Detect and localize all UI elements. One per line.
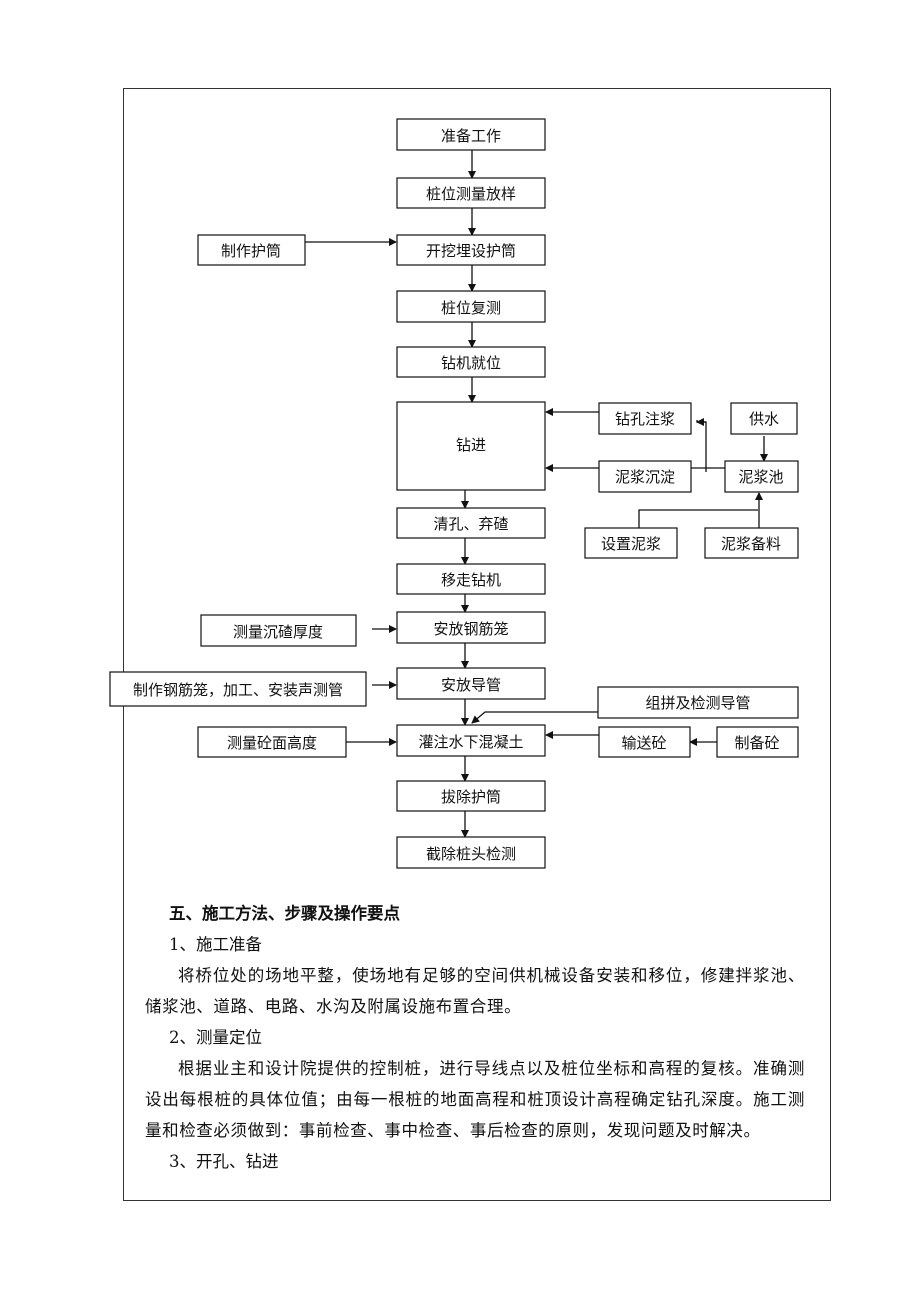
label-pull-casing: 拔除护筒 (441, 788, 501, 806)
label-recheck: 桩位复测 (441, 299, 501, 317)
label-make-casing: 制作护筒 (221, 242, 281, 260)
box-prep (396, 118, 546, 151)
label-dig-casing: 开挖埋设护筒 (426, 242, 516, 260)
box-clean-hole (396, 507, 546, 539)
label-place-cage: 安放钢筋笼 (433, 620, 508, 638)
box-recheck (396, 290, 546, 323)
box-pour-concrete (396, 724, 546, 757)
box-stake-out (396, 177, 546, 209)
label-drill-slurry: 钻孔注浆 (615, 410, 675, 428)
box-rig-position (396, 346, 546, 378)
box-dig-casing (396, 234, 546, 266)
label-assemble-tremie: 组拼及检测导管 (645, 694, 750, 712)
box-slurry-material (704, 527, 799, 559)
box-slurry-pool (724, 460, 799, 493)
label-stake-out: 桩位测量放样 (426, 185, 516, 203)
box-water-supply (730, 402, 798, 435)
box-set-slurry (584, 527, 678, 559)
box-drill-slurry (598, 402, 692, 435)
s1-title: 1、施工准备 (169, 935, 262, 954)
box-place-tremie (396, 667, 546, 700)
s3-title: 3、开孔、钻进 (169, 1152, 279, 1171)
box-prepare-concrete (716, 726, 799, 758)
label-slurry-settle: 泥浆沉淀 (615, 468, 675, 486)
box-measure-level (197, 726, 347, 758)
label-rig-position: 钻机就位 (441, 354, 501, 372)
construction-flowchart: 准备工作 桩位测量放样 开挖埋设护筒 桩位复测 钻机就位 钻进 清孔、弃碴 移走… (109, 118, 799, 869)
box-make-cage (109, 671, 367, 707)
page-frame (123, 88, 831, 1201)
s2-title: 2、测量定位 (169, 1028, 262, 1047)
section-title: 五、施工方法、步骤及操作要点 (169, 904, 400, 923)
label-prepare-concrete: 制备砼 (734, 734, 779, 752)
label-cut-pile-head: 截除桩头检测 (426, 845, 516, 863)
label-measure-sediment: 测量沉碴厚度 (233, 623, 323, 641)
label-measure-level: 测量砼面高度 (227, 734, 317, 752)
box-pull-casing (396, 780, 546, 812)
s1-text: 将桥位处的场地平整，使场地有足够的空间供机械设备安装和移位，修建拌浆池、储浆池、… (145, 966, 805, 1016)
label-make-cage: 制作钢筋笼，加工、安装声测管 (133, 681, 343, 699)
box-move-rig (396, 563, 546, 595)
box-measure-sediment (200, 614, 357, 647)
label-set-slurry: 设置泥浆 (601, 535, 661, 553)
label-drilling: 钻进 (456, 436, 486, 454)
box-slurry-settle (598, 460, 692, 493)
label-place-tremie: 安放导管 (441, 676, 501, 694)
box-assemble-tremie (597, 686, 799, 719)
label-water-supply: 供水 (749, 410, 779, 428)
label-slurry-material: 泥浆备料 (721, 535, 781, 553)
label-deliver-concrete: 输送砼 (621, 734, 666, 752)
box-place-cage (396, 611, 546, 644)
box-drilling (396, 401, 546, 491)
label-pour-concrete: 灌注水下混凝土 (418, 733, 523, 751)
method-section: 五、施工方法、步骤及操作要点 1、施工准备 将桥位处的场地平整，使场地有足够的空… (145, 898, 805, 1177)
box-cut-pile-head (396, 836, 546, 869)
box-deliver-concrete (598, 726, 691, 758)
label-move-rig: 移走钻机 (441, 571, 501, 589)
label-slurry-pool: 泥浆池 (738, 468, 783, 486)
label-prep: 准备工作 (441, 127, 501, 145)
s2-text: 根据业主和设计院提供的控制桩，进行导线点以及桩位坐标和高程的复核。准确测设出每根… (145, 1059, 805, 1140)
label-clean-hole: 清孔、弃碴 (433, 515, 508, 533)
box-make-casing (197, 234, 306, 266)
